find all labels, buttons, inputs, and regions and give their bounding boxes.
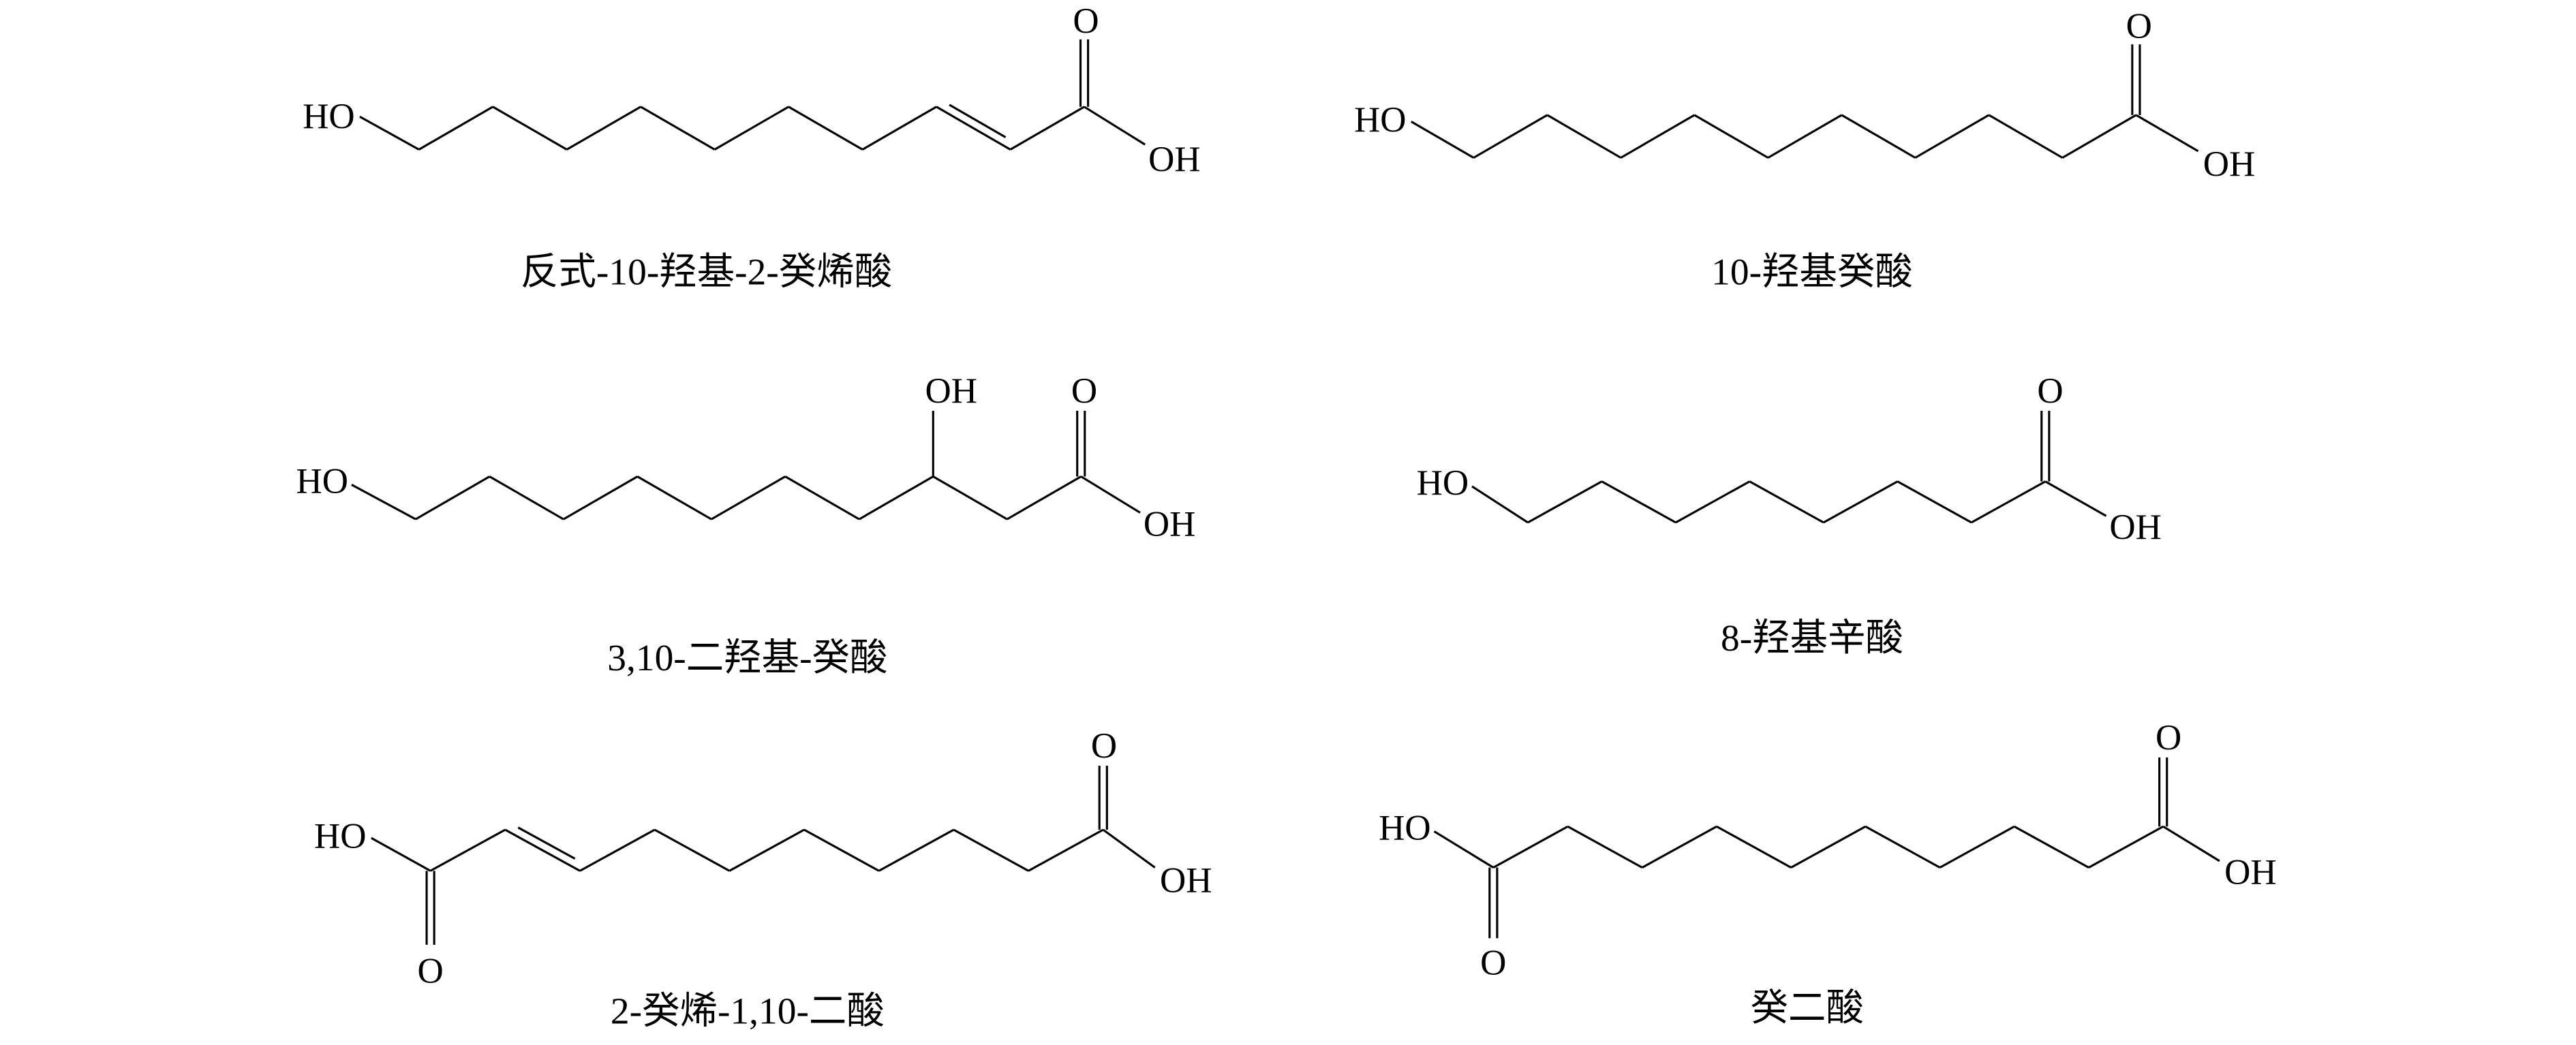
single-bond [1675, 480, 1751, 524]
single-bond [1865, 825, 1941, 869]
single-bond [1527, 480, 1603, 524]
single-bond [861, 106, 937, 151]
molecule-10-hydroxydecanoic-acid: HO O OH 10-羟基癸酸 [1354, 6, 2255, 292]
single-bond [429, 828, 506, 872]
single-bond [1790, 825, 1867, 869]
molecule-8-hydroxyoctanoic-acid: HO O OH 8-羟基辛酸 [1417, 371, 2162, 659]
single-bond [784, 475, 860, 520]
single-bond [504, 828, 581, 872]
molecule-name: 2-癸烯-1,10-二酸 [611, 991, 885, 1032]
molecule-3-10-dihydroxydecanoic-acid: HO OH O OH 3,10-二羟基-癸酸 [296, 371, 1195, 679]
hydroxyl-bond [1084, 106, 1146, 146]
single-bond [1897, 480, 1972, 524]
atom-label-o-top: O [2156, 718, 2181, 758]
single-bond [2061, 114, 2137, 159]
single-bond [654, 828, 731, 872]
atom-label-ho: HO [314, 817, 367, 856]
atom-label-oh: OH [2203, 144, 2256, 184]
single-bond [1823, 480, 1899, 524]
double-bond-inner-line [517, 826, 576, 860]
molecule-name: 10-羟基癸酸 [1711, 251, 1913, 292]
hydroxyl-bond [359, 115, 420, 151]
single-bond [714, 106, 789, 151]
single-bond [579, 828, 656, 872]
single-bond [1716, 825, 1792, 869]
single-bond [788, 106, 863, 151]
single-bond [1028, 828, 1104, 872]
hydroxyl-bond [2162, 825, 2220, 862]
single-bond [492, 106, 568, 151]
atom-label-o-bottom: O [1480, 943, 1506, 982]
atom-label-o: O [1071, 371, 1097, 411]
atom-label-o: O [1073, 1, 1099, 41]
atom-label-oh: OH [1144, 504, 1196, 544]
single-bond [936, 106, 1011, 151]
hydroxyl-bond [2044, 480, 2107, 517]
hydroxyl-bond [371, 837, 431, 872]
hydroxyl-bond [2135, 114, 2199, 153]
atom-label-o: O [2037, 371, 2063, 411]
single-bond [418, 106, 493, 151]
single-bond [640, 106, 716, 151]
single-bond [1988, 114, 2064, 159]
single-bond [1767, 114, 1843, 159]
single-bond [566, 106, 641, 151]
single-bond [711, 475, 786, 520]
atom-label-oh: OH [1148, 140, 1201, 179]
single-bond [932, 475, 1008, 520]
hydroxyl-bond [1411, 121, 1475, 159]
single-bond [1492, 825, 1569, 869]
single-bond [1939, 825, 2015, 869]
single-bond [1601, 480, 1676, 524]
single-bond [953, 828, 1029, 872]
single-bond [1914, 114, 1990, 159]
atom-label-ho: HO [1417, 463, 1469, 503]
atom-label-o: O [2126, 6, 2152, 46]
single-bond [2014, 825, 2089, 869]
single-bond [489, 475, 564, 520]
hydroxyl-bond [1102, 828, 1156, 869]
single-bond [415, 475, 491, 520]
single-bond [1693, 114, 1769, 159]
single-bond [1009, 106, 1085, 151]
single-bond [1641, 825, 1717, 869]
single-bond [1473, 114, 1548, 159]
atom-label-o-bottom: O [417, 951, 443, 991]
single-bond [1546, 114, 1622, 159]
atom-label-o-top: O [1091, 726, 1117, 766]
single-bond [878, 828, 955, 872]
hydroxyl-bond [1433, 830, 1494, 869]
hydroxyl-bond [1080, 475, 1141, 514]
single-bond [1841, 114, 1916, 159]
atom-label-oh: OH [2224, 853, 2277, 892]
single-bond [729, 828, 805, 872]
atom-label-oh: OH [1160, 861, 1212, 901]
molecule-2-decene-1-10-dioic-acid: HO O O OH 2-癸烯-1,10-二酸 [314, 726, 1212, 1032]
atom-label-ho: HO [303, 97, 355, 136]
molecule-sebacic-acid: HO O O OH 癸二酸 [1379, 718, 2277, 1029]
molecule-name: 癸二酸 [1751, 987, 1864, 1029]
atom-label-oh: OH [2109, 508, 2162, 547]
molecule-name: 8-羟基辛酸 [1721, 617, 1903, 659]
single-bond [1006, 475, 1082, 520]
hydroxyl-bond [351, 484, 416, 520]
single-bond [803, 828, 880, 872]
atom-label-oh-substituent: OH [925, 371, 978, 411]
single-bond [2088, 825, 2164, 869]
single-bond [637, 475, 712, 520]
molecule-name: 反式-10-羟基-2-癸烯酸 [521, 251, 892, 292]
hydroxyl-bond [1471, 485, 1529, 524]
single-bond [1749, 480, 1824, 524]
atom-label-ho: HO [1354, 100, 1407, 140]
single-bond [1620, 114, 1696, 159]
single-bond [563, 475, 639, 520]
single-bond [1971, 480, 2046, 524]
single-bond [859, 475, 934, 520]
atom-label-ho: HO [296, 462, 348, 501]
single-bond [1567, 825, 1643, 869]
molecule-trans-10-hydroxy-2-decenoic-acid: HO O OH 反式-10-羟基-2-癸烯酸 [303, 1, 1201, 292]
molecule-name: 3,10-二羟基-癸酸 [607, 637, 887, 679]
atom-label-ho: HO [1379, 808, 1431, 847]
double-bond-inner-line [949, 104, 1007, 138]
